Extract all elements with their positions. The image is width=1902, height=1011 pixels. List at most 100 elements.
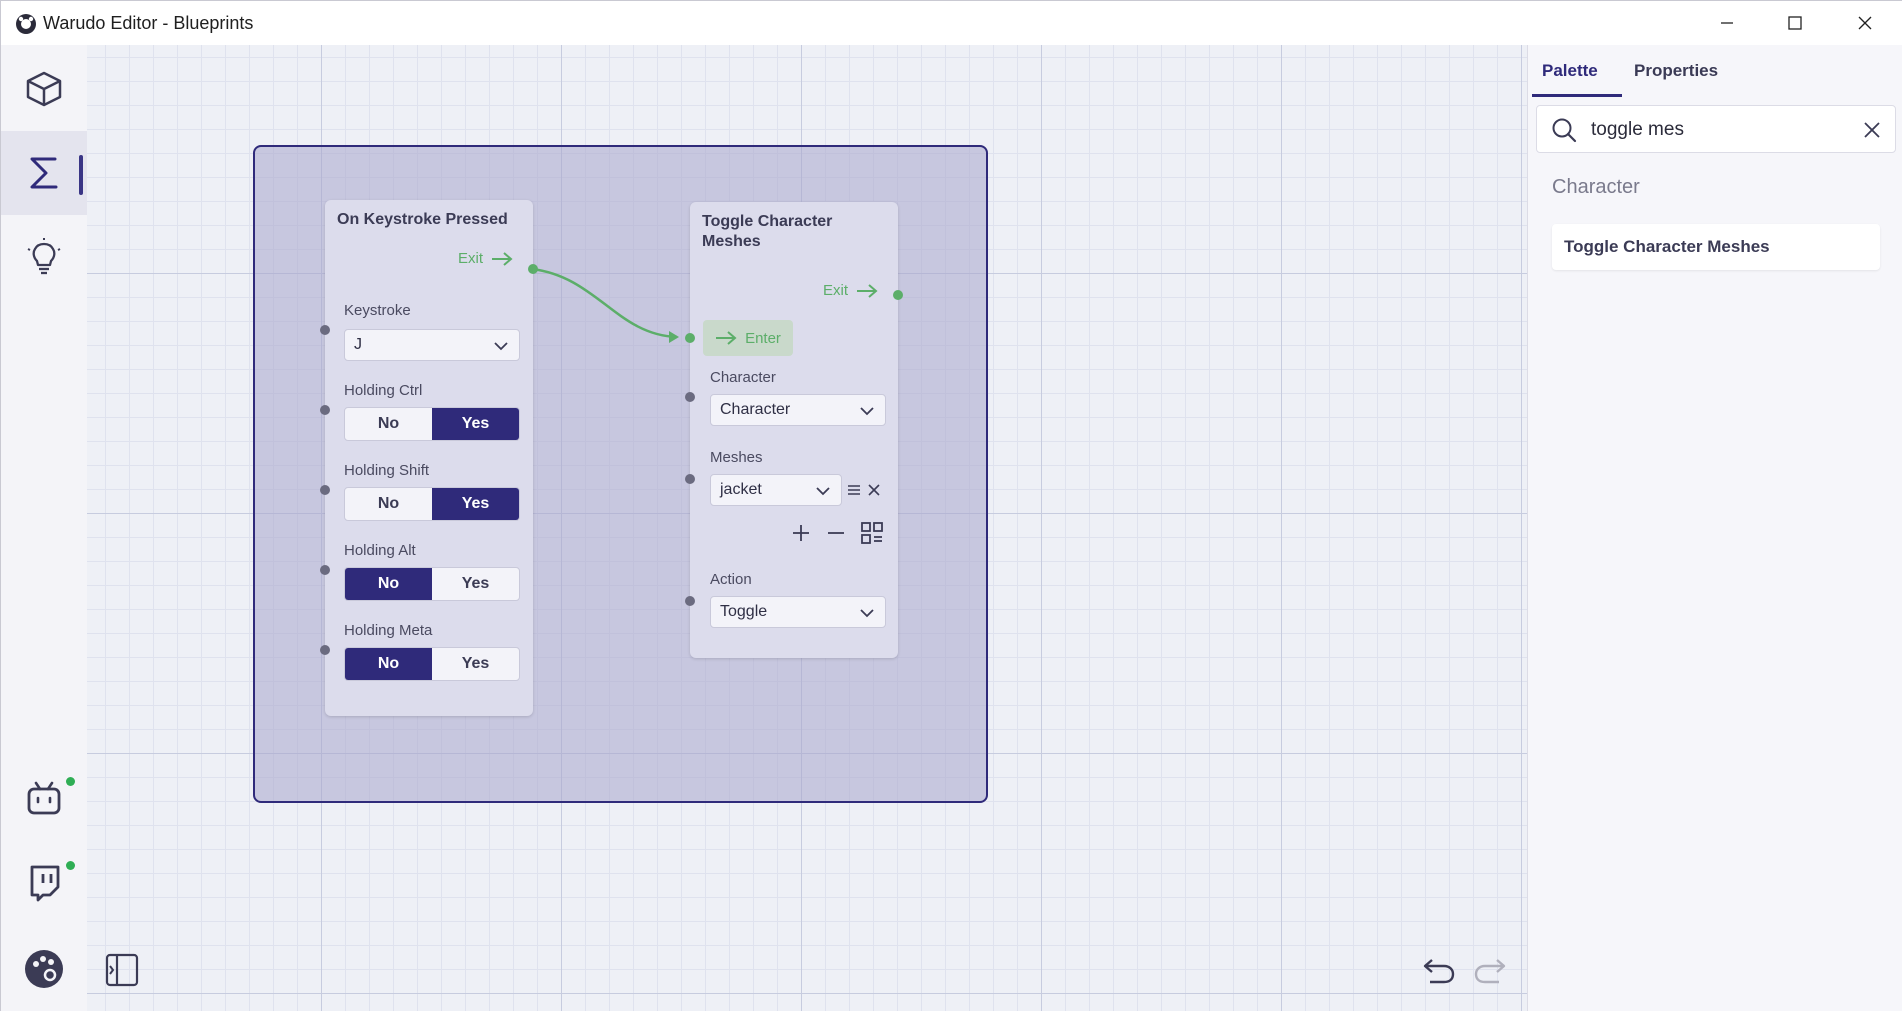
left-rail — [1, 45, 87, 1011]
chevron-down-icon — [860, 609, 874, 618]
node-toggle-character-meshes[interactable]: Toggle Character Meshes Exit Enter Chara… — [685, 202, 903, 658]
rail-item-scene[interactable] — [1, 47, 87, 131]
character-dropdown[interactable]: Character — [710, 394, 886, 426]
palette-gear-icon — [25, 950, 63, 988]
holding-meta-no[interactable]: No — [345, 648, 432, 680]
tab-label: Palette — [1542, 61, 1598, 80]
holding-shift-port[interactable] — [320, 485, 330, 495]
close-window-button[interactable] — [1833, 1, 1897, 45]
toggle-sidebar-button[interactable] — [103, 951, 141, 989]
clear-search-icon[interactable] — [1863, 121, 1881, 139]
chevron-down-icon — [860, 407, 874, 416]
exit-label: Exit — [457, 250, 483, 267]
rail-item-settings[interactable] — [1, 927, 87, 1011]
tab-palette[interactable]: Palette — [1542, 45, 1598, 97]
mesh-value: jacket — [720, 481, 762, 498]
minus-icon — [828, 532, 844, 534]
holding-meta-yes[interactable]: Yes — [461, 655, 490, 672]
holding-alt-yes[interactable]: Yes — [461, 575, 490, 592]
exit-output[interactable]: Exit — [823, 282, 878, 299]
arrow-right-icon — [857, 283, 878, 298]
rail-item-blueprints[interactable] — [1, 131, 87, 215]
twitch-icon — [30, 865, 60, 902]
exit-port[interactable] — [528, 264, 538, 274]
maximize-button[interactable] — [1763, 1, 1827, 45]
status-dot — [66, 861, 75, 870]
action-value: Toggle — [720, 603, 768, 620]
active-tab-underline — [1532, 94, 1622, 97]
remove-mesh-button[interactable] — [865, 481, 883, 499]
keystroke-dropdown[interactable]: J — [344, 329, 520, 361]
palette-search — [1536, 105, 1896, 153]
node-title-line: Meshes — [702, 233, 761, 250]
enter-port[interactable] — [685, 333, 695, 343]
keystroke-port[interactable] — [320, 325, 330, 335]
holding-ctrl-label: Holding Ctrl — [344, 382, 423, 399]
mesh-dropdown[interactable]: jacket — [710, 474, 842, 506]
holding-meta-toggle: No Yes — [344, 647, 520, 681]
flow-connection-wire — [531, 267, 679, 343]
undo-icon — [1423, 959, 1455, 984]
minimize-icon — [1721, 22, 1733, 24]
search-input[interactable] — [1591, 116, 1851, 144]
warudo-logo-icon — [16, 14, 36, 34]
title-bar: Warudo Editor - Blueprints — [1, 1, 1902, 45]
close-icon — [1858, 16, 1872, 30]
holding-alt-label: Holding Alt — [344, 542, 416, 559]
arrow-right-icon — [716, 331, 737, 345]
character-port[interactable] — [685, 392, 695, 402]
node-title: Toggle Character Meshes — [702, 212, 832, 252]
holding-ctrl-yes[interactable]: Yes — [432, 408, 519, 440]
result-label: Toggle Character Meshes — [1564, 237, 1770, 256]
enter-label: Enter — [745, 329, 781, 347]
node-on-keystroke-pressed[interactable]: On Keystroke Pressed Exit Keystroke J Ho… — [320, 200, 538, 716]
tab-label: Properties — [1634, 61, 1719, 80]
tab-properties[interactable]: Properties — [1634, 45, 1718, 97]
exit-output[interactable]: Exit — [458, 250, 513, 267]
node-title: On Keystroke Pressed — [337, 211, 508, 228]
meshes-label: Meshes — [710, 449, 763, 466]
exit-label: Exit — [822, 282, 848, 299]
holding-alt-no[interactable]: No — [345, 568, 432, 600]
rail-item-bilibili[interactable] — [1, 757, 87, 841]
action-label: Action — [710, 571, 752, 588]
rail-item-twitch[interactable] — [1, 841, 87, 925]
holding-shift-no[interactable]: No — [377, 495, 400, 512]
remove-last-mesh-button[interactable] — [824, 521, 848, 545]
holding-meta-port[interactable] — [320, 645, 330, 655]
holding-ctrl-toggle: No Yes — [344, 407, 520, 441]
keystroke-value: J — [354, 336, 362, 353]
holding-shift-label: Holding Shift — [344, 462, 430, 479]
holding-alt-port[interactable] — [320, 565, 330, 575]
meshes-port[interactable] — [685, 474, 695, 484]
enter-input[interactable]: Enter — [703, 320, 793, 356]
character-value: Character — [720, 401, 791, 418]
reorder-handle[interactable] — [845, 481, 863, 499]
sidebar-toggle-icon — [105, 953, 139, 987]
holding-ctrl-no[interactable]: No — [377, 415, 400, 432]
exit-port[interactable] — [893, 290, 903, 300]
action-dropdown[interactable]: Toggle — [710, 596, 886, 628]
edit-list-button[interactable] — [858, 519, 886, 547]
holding-shift-yes[interactable]: Yes — [432, 488, 519, 520]
window-title: Warudo Editor - Blueprints — [43, 13, 254, 33]
character-label: Character — [710, 369, 776, 386]
action-port[interactable] — [685, 596, 695, 606]
right-panel: Palette Properties Character Toggle Char… — [1527, 45, 1902, 1011]
palette-result-item[interactable]: Toggle Character Meshes — [1552, 224, 1880, 270]
close-icon — [868, 484, 880, 496]
redo-button[interactable] — [1472, 953, 1508, 989]
active-indicator — [79, 155, 83, 195]
keystroke-label: Keystroke — [344, 302, 411, 319]
undo-button[interactable] — [1421, 953, 1457, 989]
chevron-down-icon — [494, 342, 508, 351]
blueprint-canvas[interactable]: On Keystroke Pressed Exit Keystroke J Ho… — [87, 45, 1527, 1011]
add-mesh-button[interactable] — [789, 521, 813, 545]
minimize-button[interactable] — [1695, 1, 1759, 45]
holding-ctrl-port[interactable] — [320, 405, 330, 415]
rail-item-plugins[interactable] — [1, 215, 87, 299]
node-title-line: Toggle Character — [702, 213, 833, 230]
drag-handle-icon — [848, 485, 860, 495]
redo-icon — [1474, 959, 1506, 984]
